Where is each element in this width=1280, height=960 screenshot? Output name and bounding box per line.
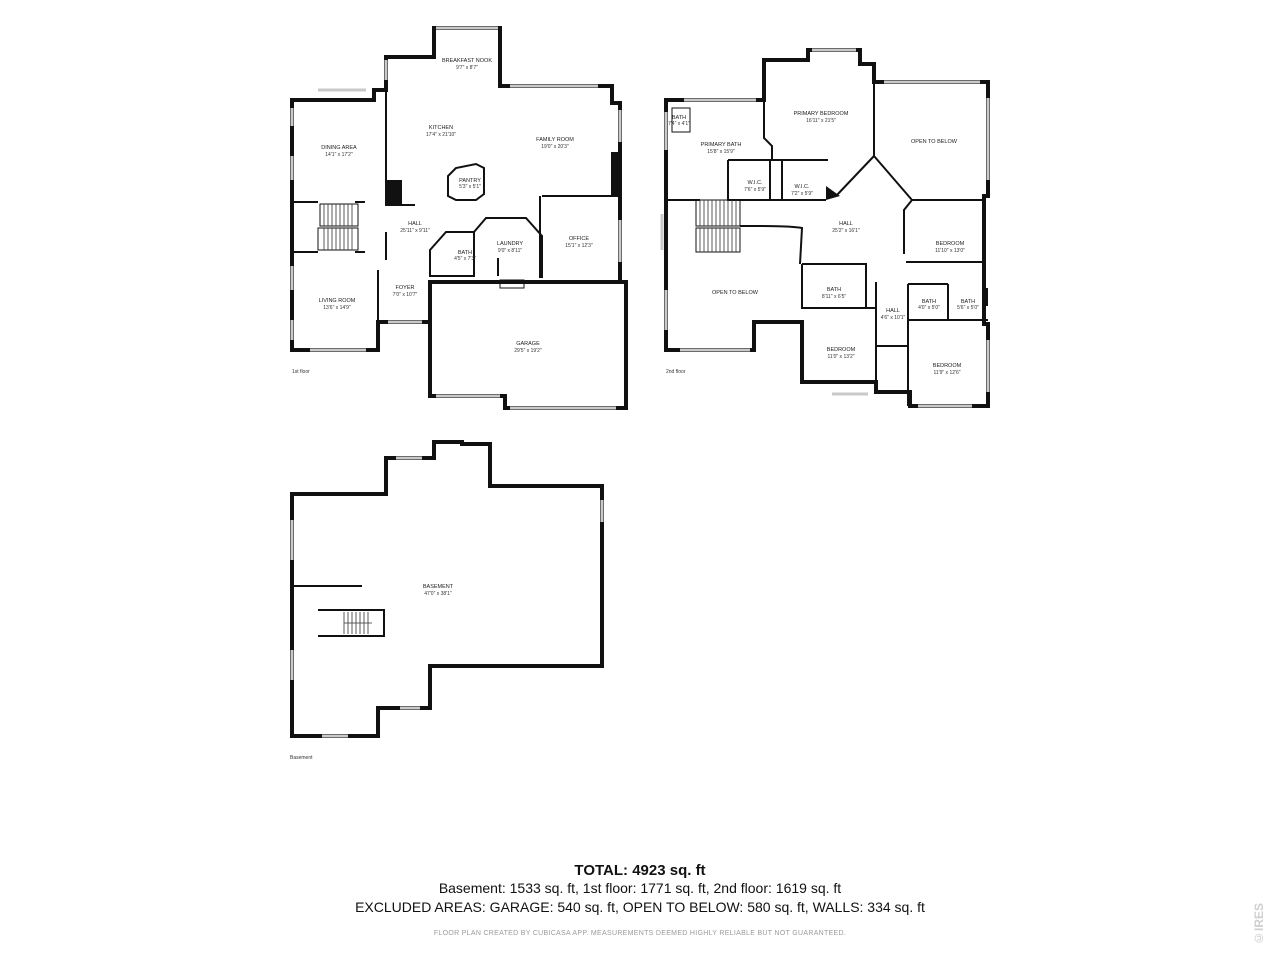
basement-windows: [290, 456, 604, 738]
wic-1-label: W.I.C.: [748, 180, 763, 186]
basement-interior-walls: [292, 585, 385, 637]
hall-label: HALL: [408, 221, 422, 227]
kitchen-label: KITCHEN: [429, 125, 453, 131]
pantry-dim: 5'3" x 5'1": [459, 184, 481, 190]
primary-bedroom-label: PRIMARY BEDROOM: [794, 111, 849, 117]
garage-wall: [428, 280, 624, 324]
bedroom-se-dim: 11'9" x 12'6": [933, 370, 960, 376]
second-floor-stairs: [695, 199, 741, 253]
open-to-below-left-label: OPEN TO BELOW: [712, 290, 759, 296]
second-floor-label: 2nd floor: [666, 369, 686, 375]
laundry-dim: 9'0" x 8'11": [498, 248, 522, 254]
laundry-label: LAUNDRY: [497, 241, 524, 247]
first-floor-windows: [290, 26, 622, 410]
bath-a-dim: 4'0" x 5'0": [918, 305, 940, 311]
bath-b-label: BATH: [961, 299, 975, 305]
wic-2-dim: 7'2" x 5'9": [791, 191, 813, 197]
second-floor-plan: BATH 7'4" x 4'1" PRIMARY BATH 15'8" x 15…: [660, 48, 990, 408]
bath-wall-block: [982, 288, 988, 306]
basement-floor-label: Basement: [290, 755, 313, 761]
basement-plan: BASEMENT 47'0" x 38'1" Basement: [290, 440, 604, 761]
dining-area-dim: 14'1" x 17'2": [325, 152, 353, 158]
first-floor-stairs: [317, 203, 359, 251]
wic-2-label: W.I.C.: [795, 184, 810, 190]
office-label: OFFICE: [569, 236, 589, 242]
first-floor-label: 1st floor: [292, 369, 310, 375]
hall-wall-block: [826, 186, 840, 200]
excluded-areas-summary: EXCLUDED AREAS: GARAGE: 540 sq. ft, OPEN…: [355, 899, 925, 915]
dining-area-label: DINING AREA: [321, 145, 357, 151]
primary-bath-label: PRIMARY BATH: [701, 142, 742, 148]
bedroom-south-dim: 11'0" x 13'2": [827, 354, 854, 360]
second-hall-label: HALL: [839, 221, 853, 227]
mid-bath-dim: 8'11" x 6'5": [822, 294, 846, 300]
garage-entry-step: [499, 279, 525, 289]
bedroom-east-dim: 11'10" x 13'0": [935, 248, 965, 254]
disclaimer-text: FLOOR PLAN CREATED BY CUBICASA APP. MEAS…: [433, 930, 847, 937]
open-to-below-right-label: OPEN TO BELOW: [911, 139, 958, 145]
garage-dim: 29'5" x 19'2": [514, 348, 542, 354]
small-hall-label: HALL: [886, 308, 900, 314]
basement-room-dim: 47'0" x 38'1": [424, 591, 452, 597]
pantry-label: PANTRY: [459, 178, 481, 184]
fireplace-block: [612, 152, 622, 196]
hall-dim: 25'11" x 9'11": [400, 228, 430, 234]
basement-room-label: BASEMENT: [423, 584, 454, 590]
family-room-dim: 19'0" x 20'3": [541, 144, 569, 150]
stair-landing-curve: [739, 225, 804, 265]
bedroom-east-label: BEDROOM: [936, 241, 965, 247]
kitchen-dim: 17'4" x 21'10": [426, 132, 456, 138]
bath-dim: 4'5" x 7'3": [454, 256, 476, 262]
family-room-label: FAMILY ROOM: [536, 137, 574, 143]
primary-bedroom-dim: 16'11" x 21'5": [806, 118, 836, 124]
total-area: TOTAL: 4923 sq. ft: [574, 862, 706, 879]
first-floor-plan: BREAKFAST NOOK 9'7" x 8'7" DINING AREA 1…: [290, 26, 628, 410]
garage-label: GARAGE: [516, 341, 540, 347]
bedroom-south-label: BEDROOM: [827, 347, 856, 353]
living-room-dim: 13'6" x 14'9": [323, 305, 351, 311]
small-bath-outline: [671, 107, 691, 133]
foyer-label: FOYER: [396, 285, 415, 291]
kitchen-wall-block: [386, 180, 402, 205]
ires-watermark: ©IRES: [1252, 902, 1266, 945]
mid-bath-label: BATH: [827, 287, 841, 293]
second-hall-dim: 25'2" x 16'1": [832, 228, 860, 234]
breakfast-nook-label: BREAKFAST NOOK: [442, 58, 492, 64]
second-floor-windows: [660, 48, 990, 408]
wic-1-dim: 7'6" x 5'9": [744, 187, 766, 193]
small-bath-dim: 7'4" x 4'1": [668, 121, 690, 127]
bedroom-se-label: BEDROOM: [933, 363, 962, 369]
small-bath-label: BATH: [672, 115, 686, 121]
primary-bath-dim: 15'8" x 15'9": [707, 149, 735, 155]
second-floor-outer-wall: [664, 48, 990, 408]
floor-areas-summary: Basement: 1533 sq. ft, 1st floor: 1771 s…: [438, 880, 842, 896]
basement-stairs: [343, 612, 372, 634]
bath-a-label: BATH: [922, 299, 936, 305]
living-room-label: LIVING ROOM: [319, 298, 356, 304]
office-dim: 15'1" x 12'3": [565, 243, 593, 249]
small-hall-dim: 4'6" x 10'1": [881, 315, 906, 321]
bath-b-dim: 5'6" x 5'0": [957, 305, 979, 311]
second-floor-interior-walls: [666, 82, 988, 406]
breakfast-nook-dim: 9'7" x 8'7": [456, 65, 478, 71]
bath-label: BATH: [458, 250, 472, 256]
foyer-dim: 7'0" x 10'7": [393, 292, 418, 298]
first-floor-interior-walls: [292, 90, 620, 322]
